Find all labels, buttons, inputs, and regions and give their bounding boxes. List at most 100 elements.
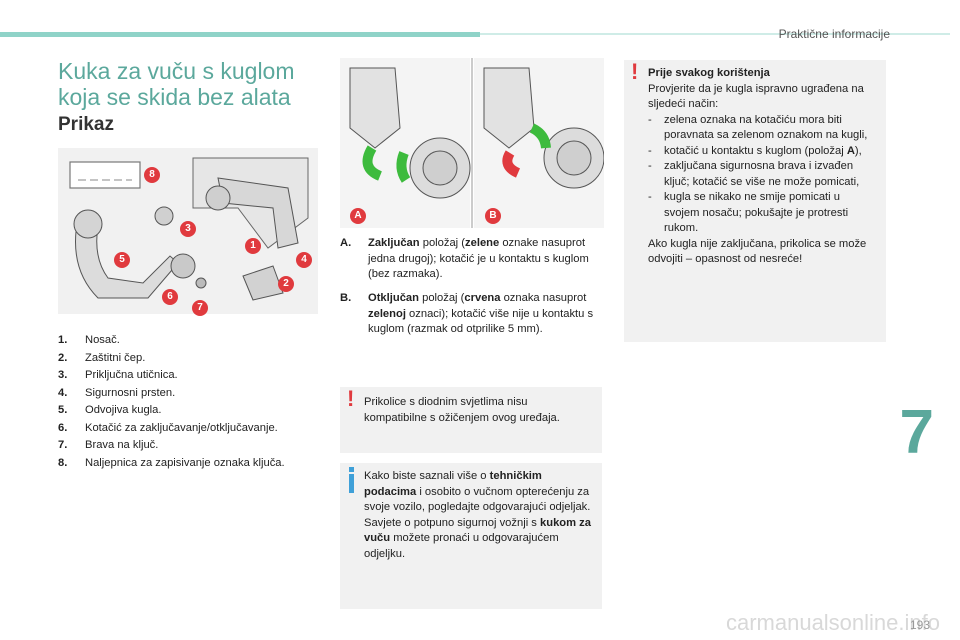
- warning-icon: !: [631, 59, 639, 84]
- item-number: 7.: [58, 439, 68, 451]
- position-a-label: A.: [340, 237, 352, 249]
- wheel-b-hub: [556, 140, 592, 176]
- towbar-parts-illustration: 8 3 1 5 4 2 6 7: [58, 148, 318, 316]
- page-title: Kuka za vuču s kuglom koja se skida bez …: [58, 58, 295, 110]
- info-text-2: i osobito o vučnom opterećenju za svoje …: [364, 485, 591, 514]
- list-item: 1.Nosač.: [58, 332, 318, 350]
- position-a-bold: zelene: [465, 237, 500, 249]
- lock-positions-drawing: [340, 58, 605, 228]
- item-label: Brava na ključ.: [85, 439, 159, 451]
- dash: -: [648, 191, 652, 203]
- badge-7: 7: [192, 300, 208, 316]
- item-label: Sigurnosni prsten.: [85, 386, 176, 399]
- badge-5: 5: [114, 252, 130, 268]
- protective-cap: [242, 265, 284, 301]
- position-b-text-1: položaj (: [418, 292, 465, 304]
- check-outro: Ako kugla nije zaključana, prikolica se …: [648, 237, 867, 266]
- list-item: 5.Odvojiva kugla.: [58, 402, 318, 420]
- check-item: -zaključana sigurnosna brava i izvađen k…: [648, 159, 876, 190]
- badge-1: 1: [245, 238, 261, 254]
- pre-use-check-box: ! Prije svakog korištenja Provjerite da …: [624, 60, 886, 342]
- badge-8: 8: [144, 167, 160, 183]
- position-b-bold-2: zelenoj: [368, 307, 406, 320]
- position-a-text-2: oznake nasuprot jedna drugoj); kotačić j…: [368, 237, 589, 280]
- watermark-text: carmanualsonline.info: [725, 610, 940, 635]
- check-item: -zelena oznaka na kotačiću mora biti por…: [648, 113, 876, 144]
- check-heading: Prije svakog korištenja: [648, 67, 770, 79]
- item-number: 3.: [58, 369, 68, 381]
- check-item: -kotačić u kontaktu s kuglom (položaj A)…: [648, 144, 876, 160]
- key-label-sticker: [69, 161, 141, 189]
- position-a-row: A. Zaključan položaj (zelene oznake nasu…: [340, 236, 605, 283]
- info-text-4: možete pronaći u odgovarajućem odjeljku.: [364, 532, 559, 560]
- dash: -: [648, 144, 652, 157]
- locking-wheel: [170, 253, 196, 279]
- check-item-text: kotačić u kontaktu s kuglom (položaj A),: [664, 144, 862, 160]
- check-item-pre: kotačić u kontaktu s kuglom (položaj: [664, 144, 847, 157]
- badge-a: A: [350, 208, 366, 224]
- badge-6: 6: [162, 289, 178, 305]
- towbar-drawing: [69, 157, 309, 301]
- position-a-text: Zaključan položaj (zelene oznake nasupro…: [368, 236, 605, 283]
- check-intro: Provjerite da je kugla ispravno ugrađena…: [648, 82, 864, 111]
- check-item-bold: A: [846, 144, 855, 157]
- info-text-3: Savjete o potpuno sigurnoj vožnji s: [364, 516, 541, 529]
- check-item-post: ),: [854, 144, 862, 157]
- warning-icon: !: [347, 386, 355, 411]
- info-text-1: Kako biste saznali više o: [364, 470, 490, 482]
- position-a-term: Zaključan: [368, 237, 420, 249]
- red-mark-b: [502, 150, 521, 178]
- position-b-text-2: oznaka nasuprot: [500, 292, 587, 304]
- pre-use-check-text: Prije svakog korištenja Provjerite da je…: [648, 66, 876, 268]
- key-lock: [195, 277, 207, 289]
- green-mark-ball-a: [362, 145, 383, 181]
- info-bold-2: kukom za vuču: [364, 516, 591, 545]
- badge-4: 4: [296, 252, 312, 268]
- check-item-text: zaključana sigurnosna brava i izvađen kl…: [664, 160, 860, 188]
- item-number: 6.: [58, 421, 68, 434]
- item-number: 5.: [58, 404, 68, 416]
- item-number: 8.: [58, 456, 68, 469]
- position-b-row: B. Otključan položaj (crvena oznaka nasu…: [340, 291, 605, 338]
- ball-neck-b: [483, 67, 535, 149]
- info-bold-1: tehničkim podacima: [364, 470, 542, 498]
- green-mark-wheel-b: [529, 123, 551, 149]
- title-line-2: koja se skida bez alata: [58, 84, 291, 110]
- dash: -: [648, 160, 652, 172]
- footer-watermark: carmanualsonline.info: [0, 606, 960, 640]
- info-icon: [348, 467, 354, 493]
- position-b-bold-1: crvena: [464, 292, 501, 304]
- check-item-text: zelena oznaka na kotačiću mora biti pora…: [664, 113, 868, 142]
- safety-ring: [154, 206, 174, 226]
- tow-ball: [73, 209, 103, 239]
- info-text: Kako biste saznali više o tehničkim poda…: [364, 469, 592, 562]
- position-b-term: Otključan: [368, 292, 419, 304]
- list-item: 8.Naljepnica za zapisivanje oznaka ključ…: [58, 455, 318, 473]
- info-box: Kako biste saznali više o tehničkim poda…: [340, 463, 602, 609]
- position-a-description: A. Zaključan položaj (zelene oznake nasu…: [340, 236, 605, 283]
- check-item: -kugla se nikako ne smije pomicati u svo…: [648, 190, 876, 237]
- badge-3: 3: [180, 221, 196, 237]
- badge-b: B: [485, 208, 501, 224]
- position-b-text: Otključan položaj (crvena oznaka nasupro…: [368, 291, 605, 338]
- item-number: 4.: [58, 386, 68, 399]
- list-item: 7. Brava na ključ.: [58, 437, 318, 455]
- badge-2: 2: [278, 276, 294, 292]
- ball-neck-a: [349, 67, 401, 149]
- position-b-description: B. Otključan položaj (crvena oznaka nasu…: [340, 291, 605, 338]
- title-line-1: Kuka za vuču s kuglom: [58, 58, 295, 84]
- position-b-label: B.: [340, 292, 352, 304]
- wheel-a-hub: [422, 150, 458, 186]
- item-number: 2.: [58, 351, 68, 364]
- list-item: 6.Kotačić za zaključavanje/otključavanje…: [58, 420, 318, 438]
- item-label: Zaštitni čep.: [85, 351, 146, 364]
- section-subtitle: Prikaz: [58, 114, 114, 135]
- electrical-socket: [205, 185, 231, 211]
- list-item: 2. Zaštitni čep.: [58, 350, 318, 368]
- header-accent-bar: [0, 32, 480, 37]
- position-b-text-3: oznaci); kotačić više nije u kontaktu s …: [368, 307, 594, 336]
- item-number: 1.: [58, 334, 68, 346]
- list-item: 4. Sigurnosni prsten.: [58, 385, 318, 403]
- list-item: 3.Priključna utičnica.: [58, 367, 318, 385]
- page-number: 193: [909, 618, 930, 632]
